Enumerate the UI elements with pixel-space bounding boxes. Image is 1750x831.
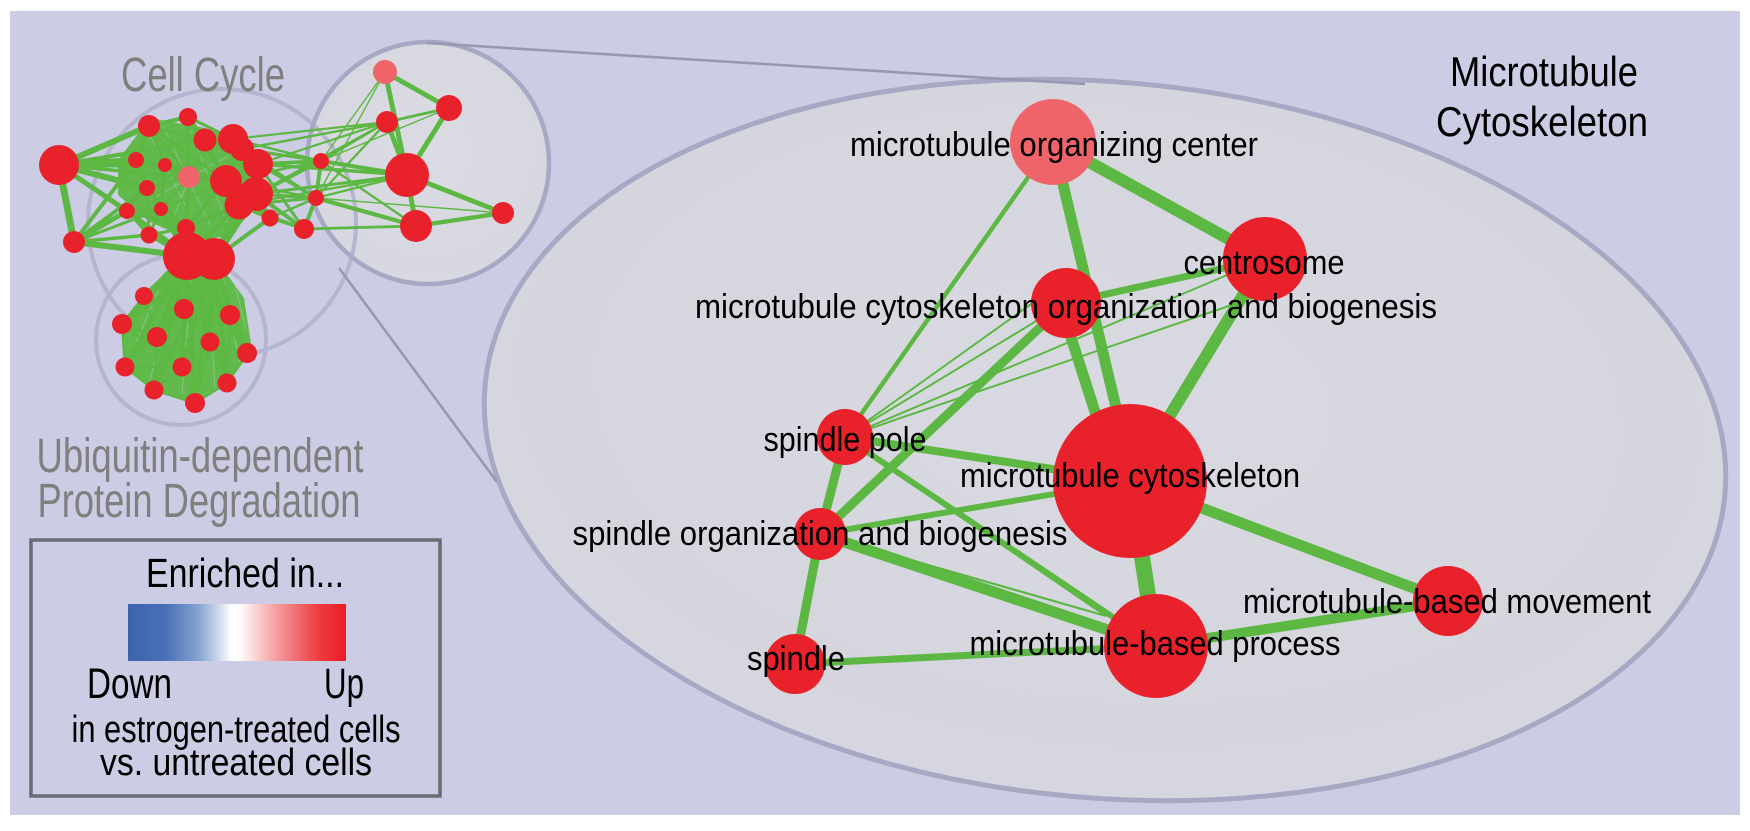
svg-text:microtubule cytoskeleton organ: microtubule cytoskeleton organization an… [695,288,1437,326]
svg-text:microtubule organizing center: microtubule organizing center [850,126,1258,164]
svg-text:microtubule-based process: microtubule-based process [970,625,1341,663]
svg-text:microtubule cytoskeleton: microtubule cytoskeleton [960,457,1300,495]
svg-text:spindle organization and bioge: spindle organization and biogenesis [573,515,1068,553]
svg-text:Up: Up [324,660,364,708]
svg-text:spindle: spindle [747,640,845,678]
svg-text:Down: Down [87,660,172,708]
svg-text:vs. untreated cells: vs. untreated cells [100,742,372,784]
svg-text:Ubiquitin-dependent: Ubiquitin-dependent [37,430,364,483]
svg-text:Enriched in...: Enriched in... [146,550,344,596]
svg-text:Microtubule: Microtubule [1450,48,1638,95]
svg-text:in estrogen-treated cells: in estrogen-treated cells [72,709,401,751]
svg-text:Protein Degradation: Protein Degradation [38,475,361,528]
svg-text:Cell Cycle: Cell Cycle [121,49,285,102]
svg-text:microtubule-based movement: microtubule-based movement [1243,583,1651,621]
svg-text:spindle pole: spindle pole [764,421,927,459]
svg-text:Cytoskeleton: Cytoskeleton [1436,98,1648,145]
svg-text:centrosome: centrosome [1184,244,1345,282]
